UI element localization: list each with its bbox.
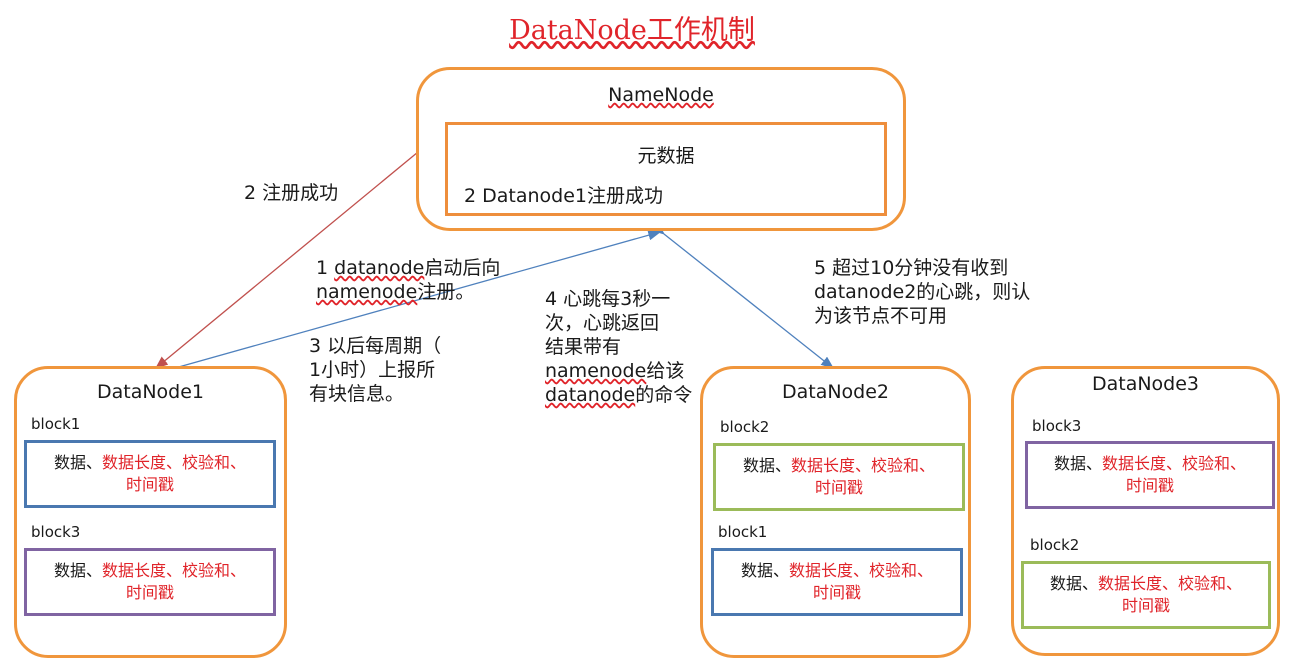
diagram-title: DataNode工作机制 [509,15,755,46]
datanode1-block-1: 数据、数据长度、校验和、 时间戳 [24,440,276,508]
datanode3-block-1: 数据、数据长度、校验和、 时间戳 [1025,441,1275,509]
datanode2-block-1: 数据、数据长度、校验和、 时间戳 [713,443,965,511]
metadata-entry: 2 Datanode1注册成功 [464,185,663,207]
datanode3-block-label-1: block3 [1032,417,1082,435]
datanode1-title: DataNode1 [96,381,205,403]
datanode2-box: DataNode2 block2 数据、数据长度、校验和、 时间戳 block1… [700,366,971,658]
datanode1-block-2: 数据、数据长度、校验和、 时间戳 [24,548,276,616]
datanode2-block-2: 数据、数据长度、校验和、 时间戳 [711,548,963,616]
datanode3-title: DataNode3 [1091,373,1200,395]
datanode2-block-label-1: block2 [720,418,770,436]
datanode3-block-label-2: block2 [1030,536,1080,554]
step3-note: 3 以后每周期（ 1小时）上报所 有块信息。 [309,335,442,405]
step5-note: 5 超过10分钟没有收到 datanode2的心跳，则认 为该节点不可用 [814,257,1031,327]
datanode2-title: DataNode2 [781,381,890,403]
register-arrow [167,230,662,371]
namenode-box: NameNode 元数据 2 Datanode1注册成功 [416,67,906,231]
datanode1-box: DataNode1 block1 数据、数据长度、校验和、 时间戳 block3… [14,366,287,658]
datanode1-block-label-1: block1 [31,415,81,433]
datanode3-block-2: 数据、数据长度、校验和、 时间戳 [1021,561,1271,629]
datanode1-block-label-2: block3 [31,523,81,541]
heartbeat-arrow [651,222,835,369]
register-success-arrow [154,151,419,369]
datanode2-block-label-2: block1 [718,523,768,541]
namenode-title: NameNode [608,84,714,106]
step2-note: 2 注册成功 [244,182,339,204]
metadata-box: 元数据 2 Datanode1注册成功 [445,122,887,216]
datanode3-box: DataNode3 block3 数据、数据长度、校验和、 时间戳 block2… [1011,366,1280,656]
step1-note: 1 datanode启动后向 namenode注册。 [316,257,501,303]
step4-note: 4 心跳每3秒一 次，心跳返回 结果带有 namenode给该 datanode… [545,288,693,406]
metadata-title: 元数据 [637,145,695,167]
